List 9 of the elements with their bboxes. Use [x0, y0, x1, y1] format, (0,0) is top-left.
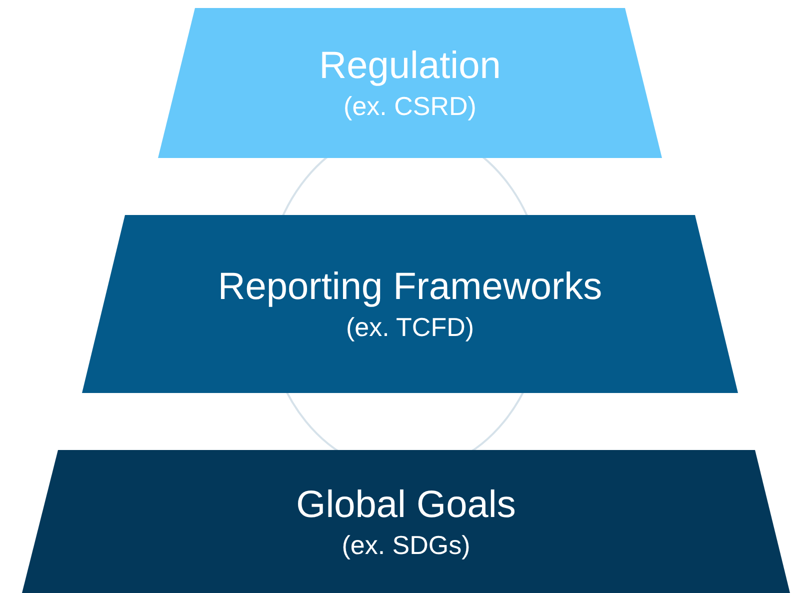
- trapezoid-tier: [82, 215, 738, 393]
- trapezoid-tier: [22, 450, 790, 593]
- example-text: (ex. SDGs): [342, 528, 470, 562]
- example-text: (ex. TCFD): [346, 311, 474, 344]
- trapezoid-tier: [158, 8, 662, 158]
- heading-text: Regulation: [319, 44, 501, 89]
- heading-text: Reporting Frameworks: [218, 265, 602, 310]
- heading-text: Global Goals: [296, 482, 516, 528]
- example-text: (ex. CSRD): [344, 90, 476, 123]
